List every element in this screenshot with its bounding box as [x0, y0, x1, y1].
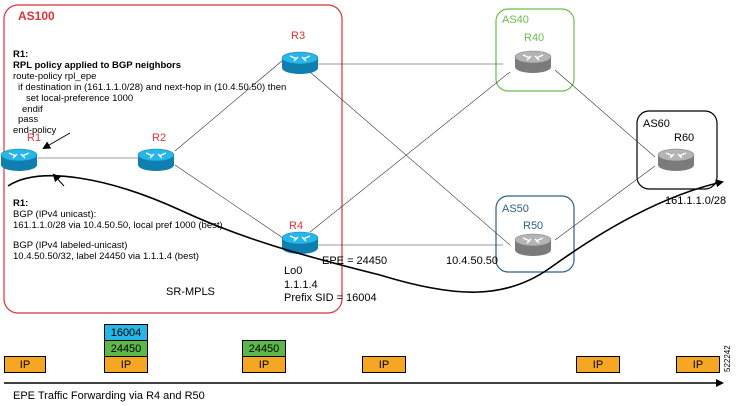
packet-ip-header: IP	[242, 356, 286, 373]
r4-loopback: Lo0	[284, 265, 303, 277]
sr-mpls-label: SR-MPLS	[166, 286, 215, 298]
policy-line: set local-preference 1000	[26, 93, 134, 104]
bgp-line: 161.1.1.0/28 via 10.4.50.50, local pref …	[13, 220, 223, 231]
as60-prefix: 161.1.1.0/28	[665, 195, 727, 207]
nexthop-label: 10.4.50.50	[446, 255, 498, 267]
router-r2-label: R2	[152, 132, 167, 144]
packet-ip-header: IP	[4, 356, 46, 373]
policy-line: route-policy rpl_epe	[13, 71, 97, 82]
bgp-line: 10.4.50.50/32, label 24450 via 1.1.1.4 (…	[13, 251, 199, 262]
packet-label-16004: 16004	[104, 324, 148, 341]
diagram-caption: EPE Traffic Forwarding via R4 and R50	[13, 390, 205, 402]
policy-callout-arrow	[42, 132, 71, 149]
as40-title: AS40	[502, 14, 529, 26]
policy-line: endif	[22, 104, 43, 115]
router-r1-label: R1	[27, 132, 42, 144]
policy-line: end-policy	[13, 125, 57, 136]
as50-boundary	[495, 195, 575, 273]
policy-title: RPL policy applied to BGP neighbors	[13, 60, 182, 71]
router-r3-icon	[281, 51, 319, 75]
r4-address: 1.1.1.4	[284, 279, 318, 291]
as100-title: AS100	[18, 9, 55, 23]
router-r50-label: R50	[523, 220, 544, 232]
router-r40-icon	[514, 50, 552, 74]
epe-label: EPE = 24450	[322, 255, 388, 267]
router-r2-icon	[137, 148, 175, 172]
policy-heading: R1:	[13, 49, 29, 60]
as60-title: AS60	[643, 118, 670, 130]
router-r60-icon	[657, 148, 695, 172]
as60-boundary	[636, 110, 718, 190]
router-r1-icon	[0, 148, 38, 172]
bgp-heading: R1:	[13, 198, 29, 209]
as50-title: AS50	[502, 203, 529, 215]
policy-line: pass	[18, 114, 39, 125]
links	[38, 59, 656, 246]
bgp-callout-arrow	[52, 173, 65, 187]
traffic-flow-arrow	[7, 175, 724, 293]
packet-ip-header: IP	[576, 356, 620, 373]
router-r4-label: R4	[289, 220, 304, 232]
packet-label-24450: 24450	[104, 340, 148, 357]
figure-id: 522242	[723, 345, 732, 372]
bgp-line: BGP (IPv4 unicast):	[13, 209, 97, 220]
packet-ip-header: IP	[362, 356, 406, 373]
router-r40-label: R40	[524, 32, 545, 44]
packet-label-24450: 24450	[242, 340, 286, 357]
router-r50-icon	[514, 233, 552, 257]
router-r60-label: R60	[674, 132, 695, 144]
packet-ip-header: IP	[676, 356, 720, 373]
router-r3-label: R3	[291, 30, 306, 42]
packet-ip-header: IP	[104, 356, 148, 373]
bgp-line: BGP (IPv4 labeled-unicast)	[13, 240, 128, 251]
r4-prefix-sid: Prefix SID = 16004	[284, 292, 377, 304]
policy-line: if destination in (161.1.1.0/28) and nex…	[18, 82, 287, 93]
as40-boundary	[495, 8, 575, 92]
